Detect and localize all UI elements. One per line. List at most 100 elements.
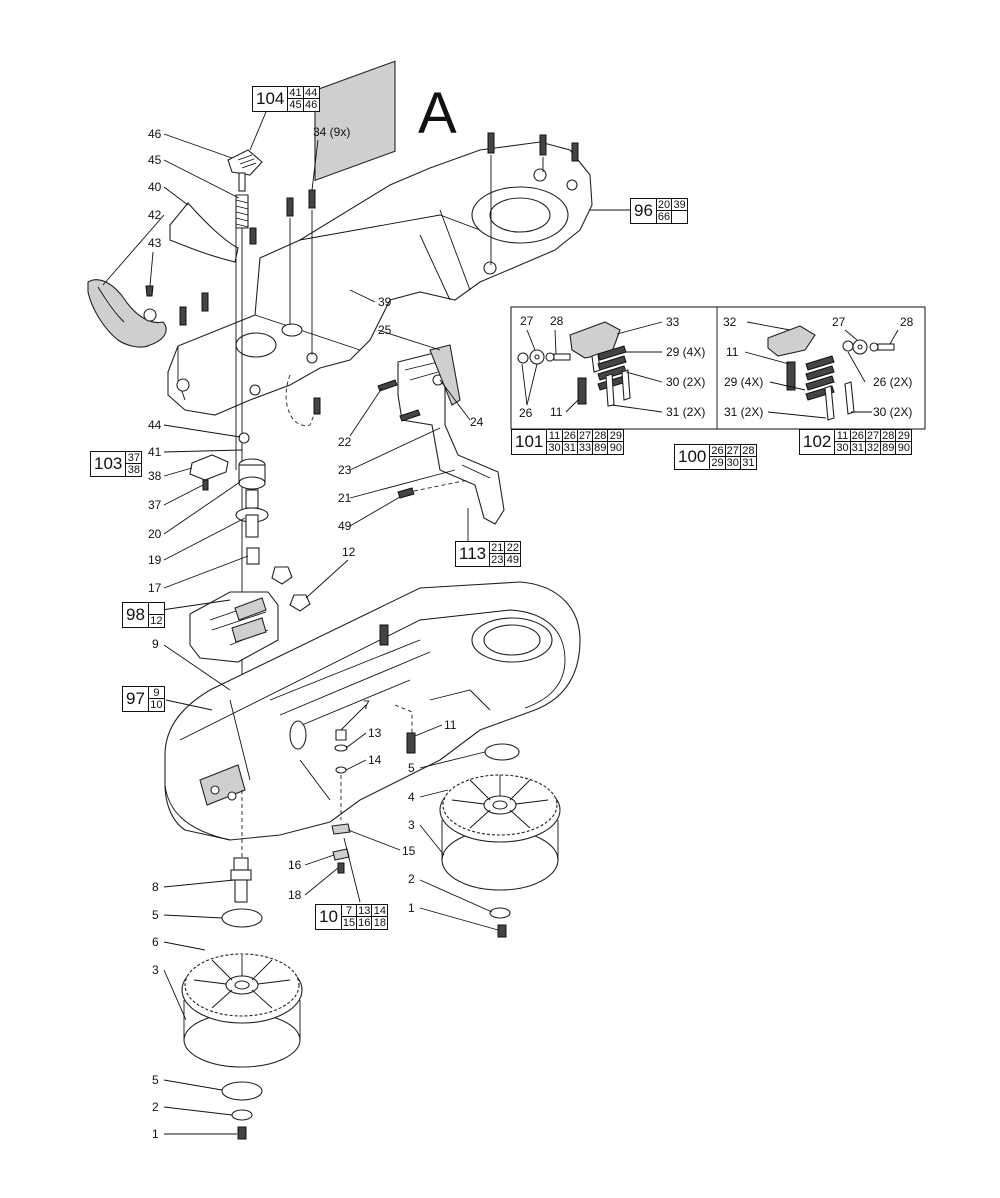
callout-1-right: 1	[408, 901, 415, 915]
callout-15: 15	[402, 844, 416, 858]
callout-labels: 46 45 40 42 43 34 (9x) 39 25 24 22 23 21…	[148, 125, 914, 1141]
callout-17: 17	[148, 581, 162, 595]
kit-10-cell: 16	[358, 917, 373, 929]
callout-19: 19	[148, 553, 162, 567]
kit-97: 97 9 10	[122, 686, 165, 712]
right-wheel	[439, 743, 561, 938]
callout-28-left: 28	[550, 314, 564, 328]
callout-5-right: 5	[408, 761, 415, 775]
kit-101: 101 11 26 27 28 29 30 31 33 89 90	[511, 429, 625, 455]
callout-41: 41	[148, 445, 162, 459]
kit-96-number: 96	[631, 199, 657, 223]
callout-23: 23	[338, 463, 352, 477]
kit-113-cell: 49	[506, 554, 519, 566]
kit-103-cell: 37	[126, 452, 142, 464]
callout-24: 24	[470, 415, 484, 429]
kit-101-cell: 31	[563, 442, 578, 454]
kit-102-cell: 90	[897, 442, 910, 454]
kit-101-cell: 26	[562, 430, 578, 442]
kit-104-number: 104	[253, 87, 289, 111]
kit-98: 98 12	[122, 602, 165, 628]
kit-100-cell: 30	[726, 457, 741, 469]
kit-102-cell: 26	[850, 430, 866, 442]
kit-10: 10 7 13 14 15 16 18	[315, 904, 389, 930]
callout-1-left: 1	[152, 1127, 159, 1141]
callout-3-right: 3	[408, 818, 415, 832]
kit-103-number: 103	[91, 452, 127, 476]
callout-38: 38	[148, 469, 162, 483]
kit-100-number: 100	[675, 445, 711, 469]
callout-5-left: 5	[152, 908, 159, 922]
upper-housing	[167, 60, 593, 426]
kit-101-cell: 89	[594, 442, 609, 454]
callout-7: 7	[363, 698, 370, 712]
callout-26-right: 26 (2X)	[873, 375, 912, 389]
kit-96-cell: 39	[672, 199, 688, 211]
kit-10-cell: 7	[341, 905, 358, 917]
callout-30-left: 30 (2X)	[666, 375, 705, 389]
diagram-title: A	[418, 81, 457, 146]
kit-98-cell: 12	[150, 615, 163, 627]
kit-96: 96 20 39 66	[630, 198, 689, 224]
kit-101-cell: 33	[578, 442, 594, 454]
lower-housing	[164, 581, 581, 841]
screw-set-34	[179, 132, 579, 415]
callout-34: 34 (9x)	[313, 125, 350, 139]
kit-104: 104 41 44 45 46	[252, 86, 320, 112]
left-wheel	[181, 857, 303, 1140]
guide-kit-panel	[510, 306, 926, 430]
callout-8: 8	[152, 880, 159, 894]
kit-113-cell: 22	[505, 542, 521, 554]
kit-100-cell: 31	[742, 457, 755, 469]
callout-49: 49	[338, 519, 352, 533]
callout-20: 20	[148, 527, 162, 541]
callout-11-kit-left: 11	[550, 405, 563, 419]
kit-101-number: 101	[512, 430, 548, 454]
spindle-column	[189, 432, 269, 565]
callout-21: 21	[338, 491, 352, 505]
callout-2-left: 2	[152, 1100, 159, 1114]
kit-101-cell: 29	[608, 430, 624, 442]
callout-16: 16	[288, 858, 302, 872]
kit-104-cell: 41	[288, 87, 304, 99]
kit-101-cell: 27	[577, 430, 594, 442]
kit-100-cell: 26	[710, 445, 726, 457]
kit-98-number: 98	[123, 603, 149, 627]
callout-31-left: 31 (2X)	[666, 405, 705, 419]
callout-3-left: 3	[152, 963, 159, 977]
kit-102-cell: 30	[836, 442, 851, 454]
kit-98-cell	[148, 603, 164, 615]
callout-14: 14	[368, 753, 382, 767]
kit-100-cell: 28	[740, 445, 756, 457]
callout-29-left: 29 (4X)	[666, 345, 705, 359]
small-fasteners	[331, 729, 351, 874]
kit-101-cell: 90	[609, 442, 622, 454]
kit-10-cell: 14	[372, 905, 388, 917]
callout-42: 42	[148, 208, 162, 222]
kit-102-cell: 31	[851, 442, 866, 454]
kit-10-cell: 13	[357, 905, 373, 917]
kit-101-cell: 28	[593, 430, 609, 442]
kit-101-cell: 30	[548, 442, 563, 454]
kit-102-cell: 28	[881, 430, 897, 442]
callout-26-left: 26	[519, 406, 533, 420]
callout-37: 37	[148, 498, 162, 512]
callout-9: 9	[152, 637, 159, 651]
kit-103: 103 37 38	[90, 451, 143, 477]
kit-97-cell: 10	[150, 699, 163, 711]
kit-97-cell: 9	[148, 687, 164, 699]
callout-32: 32	[723, 315, 737, 329]
callout-45: 45	[148, 153, 162, 167]
kit-102-cell: 89	[882, 442, 897, 454]
callout-2-right: 2	[408, 872, 415, 886]
callout-4: 4	[408, 790, 415, 804]
kit-102-cell: 29	[896, 430, 912, 442]
callout-40: 40	[148, 180, 162, 194]
kit-113-cell: 21	[490, 542, 506, 554]
callout-5-bottom: 5	[152, 1073, 159, 1087]
callout-28-right: 28	[900, 315, 914, 329]
callout-11-kit-right: 11	[726, 345, 739, 359]
knob-assembly	[169, 149, 263, 263]
kit-113: 113 21 22 23 49	[455, 541, 522, 567]
